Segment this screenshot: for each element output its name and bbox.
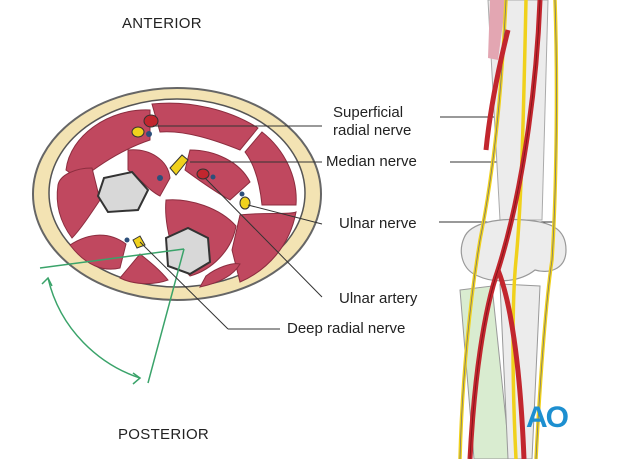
superficial-radial-nerve-label: Superficial radial nerve xyxy=(333,104,411,140)
leader-lines xyxy=(139,116,553,330)
angle-indicator xyxy=(39,248,185,385)
upper-muscle xyxy=(488,0,506,60)
ulnar-artery xyxy=(196,168,210,180)
deep-radial-nerve-label: Deep radial nerve xyxy=(287,320,406,337)
deep-radial-vessel xyxy=(124,237,130,243)
median-vessel xyxy=(157,175,163,181)
posterior-label: POSTERIOR xyxy=(118,426,210,443)
ulna-bone xyxy=(164,226,212,276)
ulnar-nerve xyxy=(239,196,251,210)
ao-logo: AO xyxy=(526,401,569,434)
superficial-radial-nerve-line2: radial nerve xyxy=(333,122,412,139)
median-nerve xyxy=(169,154,189,176)
radial-vein xyxy=(146,131,152,137)
ulnar-vessel xyxy=(239,191,245,197)
ulnar-vein xyxy=(210,174,216,180)
ulnar-nerve-label: Ulnar nerve xyxy=(339,215,417,232)
anterior-label: ANTERIOR xyxy=(122,15,202,32)
radial-artery xyxy=(143,114,159,128)
deep-radial-nerve xyxy=(132,235,146,249)
superficial-radial-nerve-line1: Superficial xyxy=(333,104,404,121)
radius-bone xyxy=(96,170,150,214)
median-nerve-label: Median nerve xyxy=(326,153,417,170)
superficial-radial-nerve xyxy=(131,126,145,138)
ulnar-artery-label: Ulnar artery xyxy=(339,290,418,307)
